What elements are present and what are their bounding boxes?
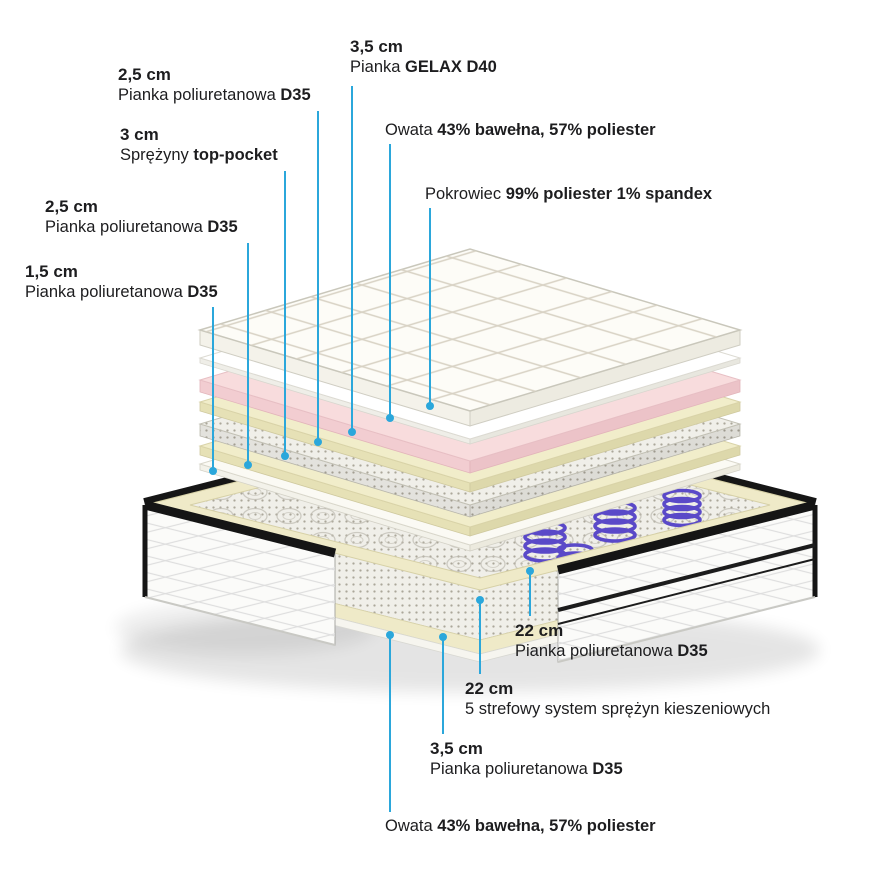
leader-lines — [212, 86, 531, 812]
label-size: 1,5 cm — [25, 262, 78, 281]
label-desc: Pianka poliuretanowa D35 — [118, 85, 311, 106]
label-grade: D35 — [207, 218, 238, 237]
label-material: Pianka poliuretanowa — [430, 760, 593, 779]
leader-dot-gelax — [348, 428, 356, 436]
label-desc: Owata 43% bawełna, 57% poliester — [385, 120, 656, 141]
label-pokrowiec: Pokrowiec 99% poliester 1% spandex — [425, 184, 712, 205]
label-composition: 43% bawełna, 57% poliester — [437, 121, 656, 139]
label-grade: D35 — [187, 283, 218, 302]
label-size: 22 cm — [465, 679, 514, 698]
label-desc: Pokrowiec 99% poliester 1% spandex — [425, 184, 712, 205]
skirt-right-trim — [556, 500, 817, 575]
leader-dot-springs-3cm — [281, 452, 289, 460]
label-grade: GELAX D40 — [405, 58, 497, 77]
label-grade: D35 — [592, 760, 623, 779]
label-desc: Pianka GELAX D40 — [350, 57, 497, 78]
label-material: Pokrowiec — [425, 185, 506, 203]
label-desc: 5 strefowy system sprężyn kieszeniowych — [465, 699, 770, 720]
label-material: 5 strefowy system sprężyn kieszeniowych — [465, 700, 771, 719]
leader-dot-springs-22 — [476, 596, 484, 604]
label-foam-2-5-top: 2,5 cm Pianka poliuretanowa D35 — [118, 64, 311, 106]
label-size: 2,5 cm — [45, 197, 98, 216]
label-owata-bottom: Owata 43% bawełna, 57% poliester — [385, 816, 656, 837]
label-desc: Pianka poliuretanowa D35 — [25, 282, 218, 303]
label-composition: 43% bawełna, 57% poliester — [437, 817, 656, 835]
layer-quilted-cover — [197, 248, 743, 427]
label-material: Owata — [385, 121, 438, 139]
label-desc: Pianka poliuretanowa D35 — [430, 759, 623, 780]
label-material: Pianka poliuretanowa — [515, 642, 678, 661]
label-grade: D35 — [280, 86, 311, 105]
label-springs-3cm: 3 cm Sprężyny top-pocket — [120, 124, 278, 166]
label-foam-3-5: 3,5 cm Pianka poliuretanowa D35 — [430, 738, 623, 780]
cover-skirt-right — [556, 500, 818, 663]
label-grade: D35 — [677, 642, 708, 661]
label-material: Sprężyny — [120, 146, 194, 165]
coil — [593, 500, 637, 543]
label-material: Pianka — [350, 58, 406, 77]
label-material: Pianka poliuretanowa — [118, 86, 281, 105]
leader-dot-foam-3-5 — [439, 633, 447, 641]
label-gelax: 3,5 cm Pianka GELAX D40 — [350, 36, 497, 78]
label-material: Pianka poliuretanowa — [45, 218, 208, 237]
leader-dot-pokrowiec — [426, 402, 434, 410]
leader-dot-foam-2-5-mid — [244, 461, 252, 469]
cover-skirt-left — [142, 500, 337, 646]
skirt-stripe-1 — [557, 543, 816, 612]
label-size: 22 cm — [515, 621, 564, 640]
label-desc: Owata 43% bawełna, 57% poliester — [385, 816, 656, 837]
label-grade: top-pocket — [193, 146, 278, 165]
label-desc: Sprężyny top-pocket — [120, 145, 278, 166]
label-size: 3 cm — [120, 125, 159, 144]
mattress-layers — [197, 248, 743, 552]
label-owata-top: Owata 43% bawełna, 57% poliester — [385, 120, 656, 141]
label-desc: Pianka poliuretanowa D35 — [45, 217, 238, 238]
skirt-left-trim — [143, 500, 337, 558]
label-foam-1-5: 1,5 cm Pianka poliuretanowa D35 — [25, 261, 218, 303]
leader-dot-foam-1-5 — [209, 467, 217, 475]
label-size: 3,5 cm — [430, 739, 483, 758]
leader-dots — [209, 402, 534, 641]
leader-dot-owata-bottom — [386, 631, 394, 639]
skirt-stripe-2 — [557, 558, 816, 625]
label-size: 3,5 cm — [350, 37, 403, 56]
label-size: 2,5 cm — [118, 65, 171, 84]
label-material: Owata — [385, 817, 438, 835]
label-material: Pianka poliuretanowa — [25, 283, 188, 302]
label-foam-22: 22 cm Pianka poliuretanowa D35 — [515, 620, 708, 662]
leader-dot-owata-top — [386, 414, 394, 422]
coil — [662, 488, 702, 528]
leader-dot-foam-2-5-top — [314, 438, 322, 446]
label-desc: Pianka poliuretanowa D35 — [515, 641, 708, 662]
leader-dot-foam-22 — [526, 567, 534, 575]
label-composition: 99% poliester 1% spandex — [505, 185, 713, 203]
label-foam-2-5-mid: 2,5 cm Pianka poliuretanowa D35 — [45, 196, 238, 238]
label-springs-22: 22 cm 5 strefowy system sprężyn kieszeni… — [465, 678, 770, 720]
